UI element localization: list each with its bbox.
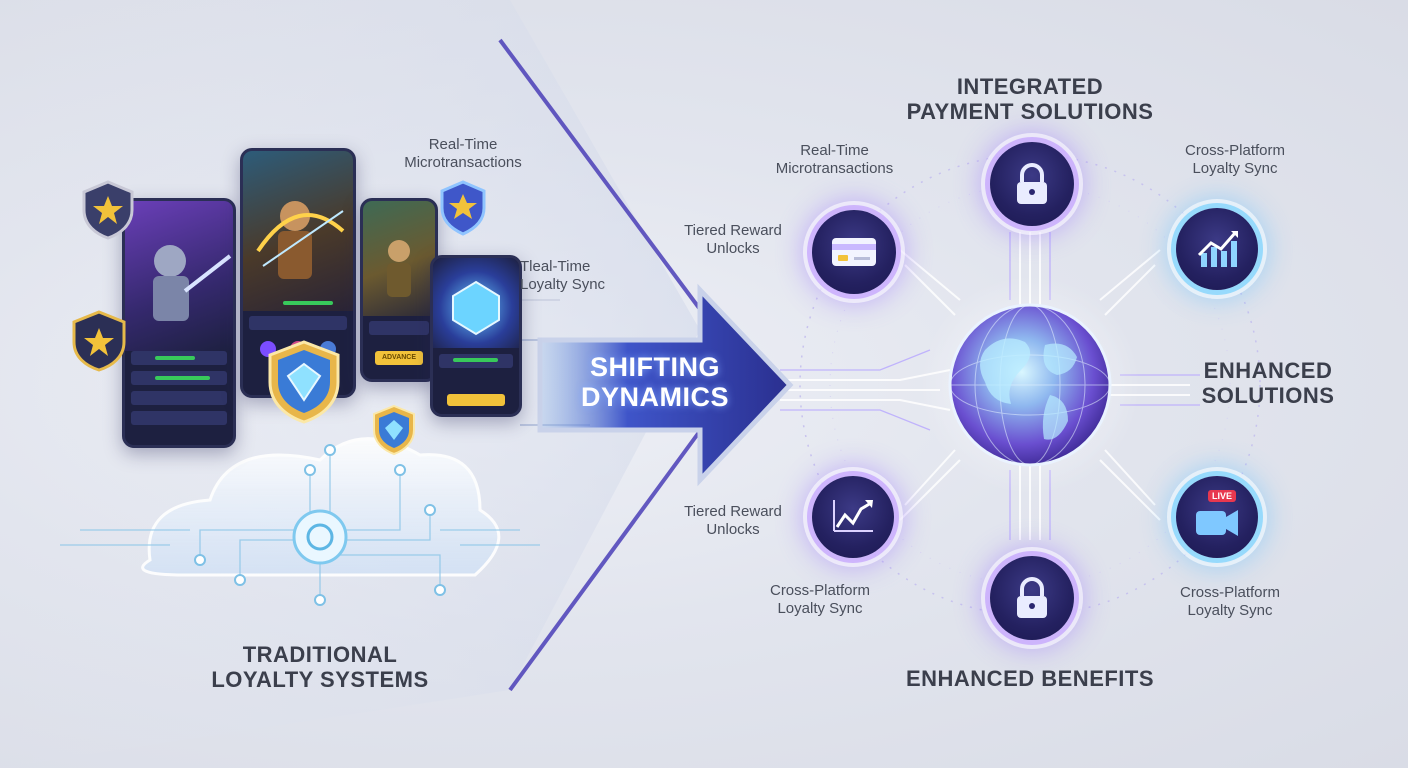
arrow-line-2: DYNAMICS [580, 382, 729, 412]
heading-line: INTEGRATED [956, 74, 1104, 99]
title-line: TRADITIONAL [242, 642, 398, 667]
star-shield-icon [82, 180, 134, 240]
title-line: LOYALTY SYSTEMS [211, 667, 429, 692]
phone-knight [122, 198, 236, 448]
left-section-title: TRADITIONAL LOYALTY SYSTEMS [160, 642, 480, 692]
right-heading: ENHANCED SOLUTIONS [1188, 358, 1348, 408]
top-heading: INTEGRATED PAYMENT SOLUTIONS [870, 74, 1190, 124]
phone-archer [240, 148, 356, 398]
label-line: Unlocks [706, 521, 760, 538]
arrow-title: SHIFTING DYNAMICS [560, 352, 750, 412]
label-line: Cross-Platform [769, 582, 870, 599]
label-line: Loyalty Sync [1192, 160, 1278, 177]
label-loyalty-sync-left: Tleal-Time Loyalty Sync [520, 258, 620, 294]
heading-line: PAYMENT SOLUTIONS [906, 99, 1154, 124]
gem-artwork [452, 280, 500, 336]
label-line: Loyalty Sync [520, 276, 606, 293]
label-line: Tiered Reward [684, 222, 782, 239]
star-shield-icon [72, 310, 126, 372]
label-line: Tleal-Time [520, 258, 591, 275]
node-trend-chart[interactable] [812, 476, 894, 558]
warrior-artwork [387, 240, 411, 297]
label-line: Tiered Reward [684, 503, 782, 520]
node-bottom-lock[interactable] [990, 556, 1074, 640]
bottom-heading: ENHANCED BENEFITS [880, 666, 1180, 691]
label-line: Microtransactions [775, 160, 894, 177]
label-cross-platform-bottom-right: Cross-Platform Loyalty Sync [1160, 584, 1300, 620]
label-line: Loyalty Sync [777, 600, 863, 617]
live-video-icon [1196, 510, 1238, 536]
lock-icon [1017, 163, 1047, 204]
heading-line: ENHANCED [1203, 358, 1333, 383]
heading-line: SOLUTIONS [1201, 383, 1335, 408]
node-top-lock[interactable] [990, 142, 1074, 226]
phone-advance-button[interactable]: ADVANCE [375, 351, 423, 365]
label-realtime-microtransactions-left: Real-Time Microtransactions [378, 136, 548, 172]
cloud-icon [141, 437, 501, 577]
label-line: Real-Time [800, 142, 869, 159]
arrow-line-1: SHIFTING [590, 352, 720, 382]
label-cross-platform-bottom-left: Cross-Platform Loyalty Sync [750, 582, 890, 618]
node-live-video[interactable]: LIVE [1176, 476, 1258, 558]
phone-gem [430, 255, 522, 417]
node-credit-card[interactable] [812, 210, 896, 294]
label-realtime-microtransactions: Real-Time Microtransactions [752, 142, 917, 178]
label-cross-platform-top: Cross-Platform Loyalty Sync [1165, 142, 1305, 178]
star-shield-icon [440, 180, 486, 236]
phone-warrior: ADVANCE [360, 198, 438, 382]
lock-icon [1017, 577, 1047, 618]
shifting-dynamics-arrow [537, 283, 794, 487]
label-line: Cross-Platform [1179, 584, 1280, 601]
trend-chart-icon [833, 500, 873, 532]
archer-artwork [256, 201, 345, 279]
label-line: Cross-Platform [1184, 142, 1285, 159]
label-tiered-reward-bottom: Tiered Reward Unlocks [668, 503, 798, 539]
node-growth-chart[interactable] [1176, 208, 1258, 290]
knight-artwork [153, 245, 232, 321]
label-line: Real-Time [428, 136, 498, 153]
gem-shield-icon [268, 340, 340, 424]
label-line: Microtransactions [404, 154, 522, 171]
credit-card-icon [832, 238, 876, 266]
label-line: Unlocks [706, 240, 760, 257]
label-tiered-reward-top: Tiered Reward Unlocks [668, 222, 798, 258]
heading-line: ENHANCED BENEFITS [905, 666, 1155, 691]
gem-shield-icon [373, 404, 415, 456]
growth-chart-icon [1197, 231, 1238, 267]
label-line: Loyalty Sync [1187, 602, 1273, 619]
live-badge: LIVE [1208, 490, 1237, 502]
